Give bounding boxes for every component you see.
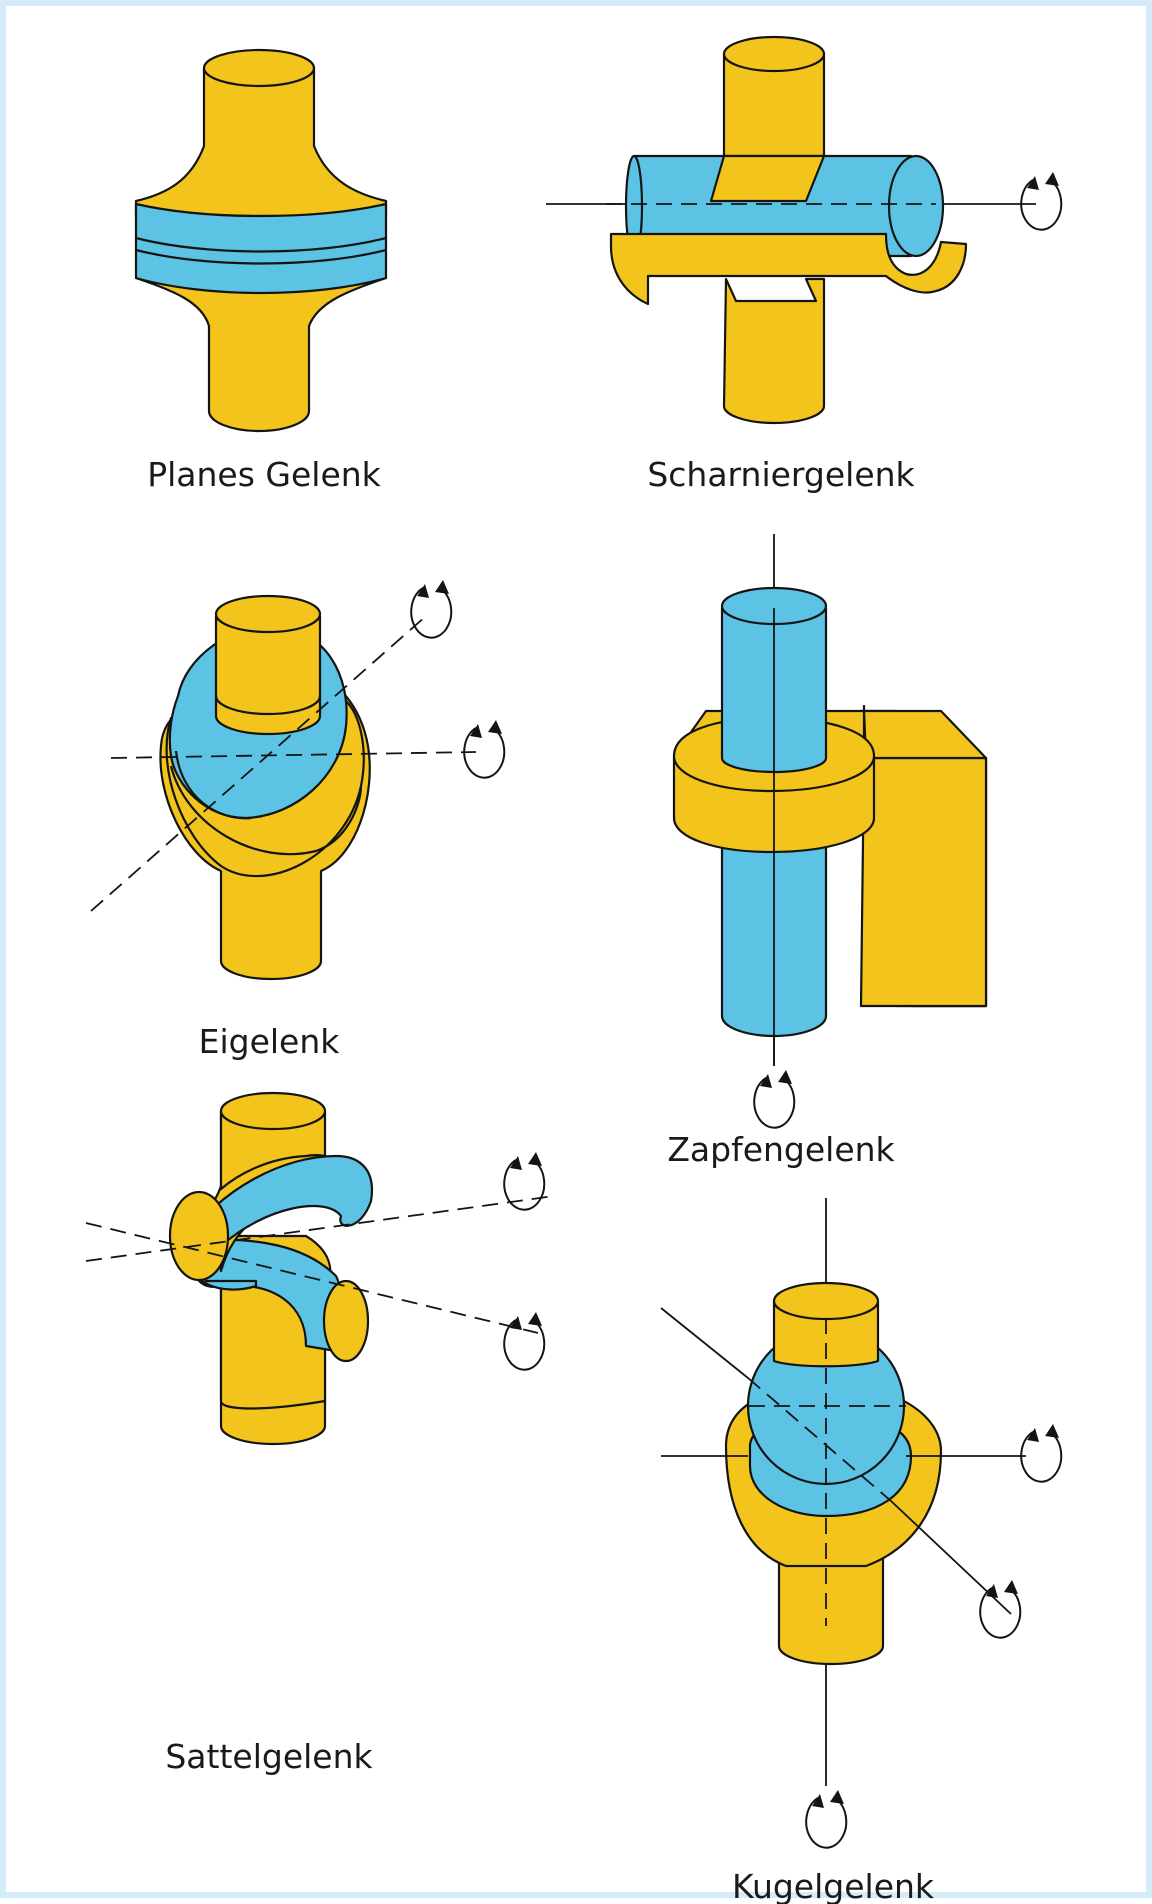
label-eigelenk: Eigelenk: [199, 1022, 341, 1061]
sattelgelenk-diagram: [85, 1091, 555, 1446]
rotation-arrow-icon: [463, 719, 506, 779]
eigelenk-diagram: [90, 579, 506, 981]
label-scharniergelenk: Scharniergelenk: [647, 455, 915, 494]
rotation-arrow-icon: [1020, 171, 1063, 231]
rotation-arrow-icon: [410, 579, 453, 639]
rotation-arrow-icon: [503, 1151, 546, 1211]
rotation-arrow-icon: [753, 1069, 796, 1129]
rotation-arrow-icon: [805, 1789, 848, 1849]
rotation-arrow-icon: [503, 1311, 546, 1371]
label-kugelgelenk: Kugelgelenk: [732, 1867, 935, 1904]
kugelgelenk-diagram: [660, 1198, 1063, 1849]
rotation-arrow-icon: [1020, 1423, 1063, 1483]
zapfengelenk-diagram: [672, 534, 988, 1129]
rotation-arrow-icon: [979, 1579, 1022, 1639]
label-planes-gelenk: Planes Gelenk: [147, 455, 381, 494]
scharniergelenk-diagram: [546, 35, 1063, 425]
label-zapfengelenk: Zapfengelenk: [667, 1130, 895, 1169]
planes-gelenk-diagram: [134, 48, 388, 433]
label-sattelgelenk: Sattelgelenk: [165, 1737, 373, 1776]
